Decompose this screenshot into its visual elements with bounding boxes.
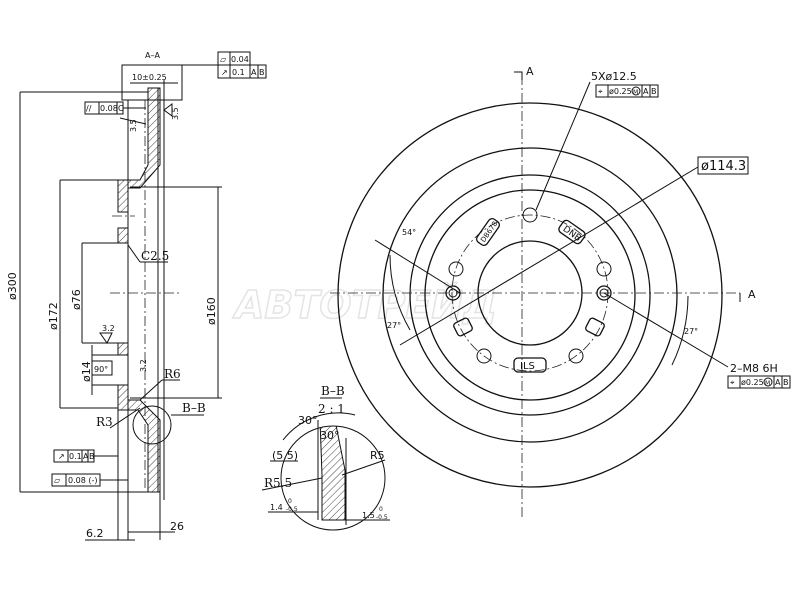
thread-holes-label: 2–M8 6H: [730, 362, 778, 375]
parallel-value: 0.08: [100, 104, 118, 113]
bolt-position-tolerance-frame: ⌖ ø0.25 M A B: [595, 84, 659, 98]
watermark-logo: АВТОТРЕЙД: [232, 283, 497, 327]
dim-offset: 6.2: [86, 527, 104, 540]
radius-r6: R6: [164, 367, 181, 381]
parallel-icon: //: [86, 104, 92, 113]
detail-dim-left: 1.4: [270, 503, 283, 512]
slot-right: [585, 317, 605, 337]
runout2-icon: ↗: [58, 452, 65, 461]
stamp-left: DB678: [475, 218, 501, 246]
position-icon: ⌖: [598, 87, 603, 96]
dim-inner-diameter: ø160: [205, 297, 218, 325]
slot-left: [453, 317, 473, 337]
thread-position-tolerance-frame: ⌖ ø0.25 M A B: [727, 375, 791, 389]
dim-hole-angle: 90°: [94, 365, 108, 374]
angle-top: 54°: [402, 228, 416, 237]
pcd-label: ø114.3: [701, 159, 746, 174]
parallel-datum: C: [118, 104, 124, 113]
dim-hat-diameter: ø172: [47, 302, 60, 330]
section-a-a-header: A–A 10±0.25 ▱ 0.04 ↗ 0.1 A B // 0.08 C 3…: [84, 51, 267, 132]
flatness-value: 0.04: [231, 55, 249, 64]
detail-scale: 2 : 1: [318, 402, 345, 416]
thread-datum-a: A: [775, 378, 781, 387]
thread-position-tol-value: ø0.25: [741, 378, 764, 387]
section-a-a-title: A–A: [145, 51, 160, 60]
roughness-hole: 3.2: [139, 359, 148, 372]
datum-a: A: [643, 87, 649, 96]
flatness-icon: ▱: [220, 55, 227, 64]
angle-right: 27°: [684, 327, 698, 336]
detail-angle-1: 30°: [298, 414, 318, 427]
thread-position-icon: ⌖: [730, 378, 735, 387]
dim-hole-diameter: ø14: [80, 361, 93, 382]
thread-mmc-modifier: M: [765, 380, 770, 387]
angle-left: 27°: [387, 321, 401, 330]
position-tol-value: ø0.25: [609, 87, 632, 96]
detail-dim-right-tol-lower: -0.5: [376, 514, 388, 521]
stamp-bottom: ILS: [513, 357, 547, 373]
runout-datum-a: A: [251, 68, 257, 77]
stamp-right: DNB: [558, 219, 586, 245]
flatness2-value: 0.08 (-): [68, 476, 97, 485]
detail-dim-left-tol-upper: 0: [288, 498, 292, 505]
detail-dim-left-tol-lower: -0.5: [286, 506, 298, 513]
section-a-a-profile: [20, 80, 222, 540]
section-callouts: C2.5 3.2 3.2 R6 R3 B–B ↗ 0.1 A B ▱ 0.08 …: [51, 244, 206, 541]
detail-angle-2: 30°: [320, 429, 340, 442]
runout2-value: 0.1: [69, 452, 82, 461]
dim-bore-diameter: ø76: [70, 289, 83, 310]
detail-ref-dim: (5.5): [272, 449, 298, 462]
dim-thickness: 10±0.25: [132, 73, 167, 82]
section-mark-right: A: [748, 288, 756, 301]
radius-r3: R3: [96, 415, 113, 429]
runout-datum-b: B: [259, 68, 265, 77]
detail-title: B–B: [321, 384, 345, 398]
detail-radius-r55: R5.5: [264, 476, 292, 490]
detail-dim-right-tol-upper: 0: [379, 506, 383, 513]
roughness-right: 3.5: [171, 107, 180, 120]
runout-icon: ↗: [221, 68, 228, 77]
runout-value: 0.1: [232, 68, 245, 77]
runout2-datum-a: A: [83, 452, 89, 461]
detail-b-b-marker: B–B: [182, 401, 206, 415]
dim-height: 26: [170, 520, 184, 533]
stamp-bottom-text: ILS: [520, 361, 535, 372]
diameter-dimensions: ø300 ø172 ø76 ø160 ø14 90°: [6, 92, 219, 492]
dim-outer-diameter: ø300: [6, 272, 19, 300]
section-mark-top: A: [526, 65, 534, 78]
chamfer-label: C2.5: [141, 249, 169, 263]
bolt-holes: [448, 207, 612, 364]
flatness2-icon: ▱: [54, 476, 61, 485]
roughness-left: 3.5: [129, 119, 138, 132]
datum-b: B: [651, 87, 657, 96]
runout2-datum-b: B: [89, 452, 95, 461]
roughness-bore: 3.2: [102, 324, 115, 333]
mmc-modifier: M: [633, 89, 638, 96]
detail-b-b: B–B 2 : 1 30° 30° (5.5) R5.5 R5 1.4 0 -0…: [261, 384, 390, 531]
thread-datum-b: B: [783, 378, 789, 387]
bolt-holes-label: 5Xø12.5: [591, 70, 637, 83]
detail-dim-right: 1.5: [362, 511, 375, 520]
detail-radius-r5: R5: [370, 449, 385, 462]
